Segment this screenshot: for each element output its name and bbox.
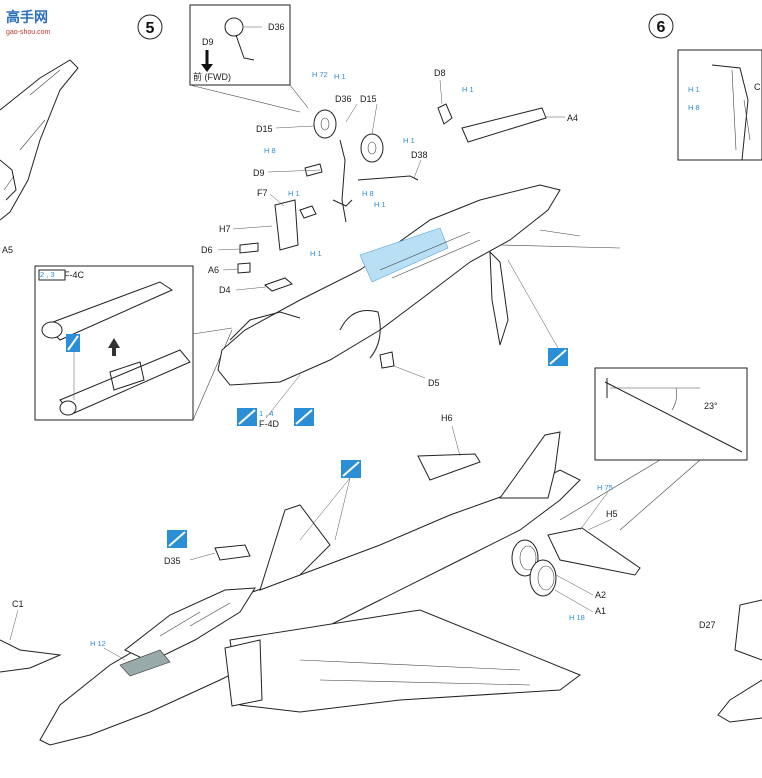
part-label-d4: D4 — [219, 285, 231, 295]
inset-gear-part-d9: D9 — [202, 37, 214, 47]
inset-antenna-angle: 23° — [704, 401, 718, 411]
part-label-d8: D8 — [434, 68, 446, 78]
paint-code-h1-c: H 1 — [403, 136, 415, 145]
part-label-c: C — [754, 82, 761, 92]
watermark-logo: 高手网 gao-shou.com — [6, 9, 51, 36]
partial-aircraft-right — [717, 599, 762, 723]
part-label-a2: A2 — [595, 590, 606, 600]
paint-code-h8-a: H 8 — [264, 146, 276, 155]
upper-fuselage-assembly — [217, 79, 621, 426]
watermark-domain: gao-shou.com — [6, 29, 51, 36]
inset-antenna-box — [559, 367, 748, 531]
part-label-d36: D36 — [335, 94, 352, 104]
watermark-brand: 高手网 — [6, 9, 48, 25]
paint-code-s6-h1: H 1 — [688, 85, 700, 94]
paint-code-s6-h8: H 8 — [688, 103, 700, 112]
part-label-d38: D38 — [411, 150, 428, 160]
inset-pylon-variant-refs: 2 , 3 — [40, 270, 55, 279]
part-label-a6: A6 — [208, 265, 219, 275]
part-label-d5: D5 — [428, 378, 440, 388]
paint-code-h8-b: H 8 — [362, 189, 374, 198]
variant-main-refs: 1 , 4 — [259, 409, 274, 418]
paint-code-h1-a: H 1 — [334, 72, 346, 81]
paint-code-h1-f: H 1 — [310, 249, 322, 258]
paint-code-h75: H 75 — [597, 483, 613, 492]
paint-code-h1-b: H 1 — [462, 85, 474, 94]
paint-code-h1-e: H 1 — [288, 189, 300, 198]
part-label-c1: C1 — [12, 599, 24, 609]
partial-aircraft-left — [0, 59, 79, 221]
step-5-number: 5 — [146, 20, 155, 37]
part-label-a5: A5 — [2, 245, 13, 255]
inset-gear-direction: 前 (FWD) — [193, 71, 231, 82]
step-5-marker: 5 — [137, 14, 163, 40]
variant-main-name: F-4D — [259, 419, 280, 429]
part-label-d35: D35 — [164, 556, 181, 566]
inset-step6-box — [677, 49, 762, 161]
part-label-h5: H5 — [606, 509, 618, 519]
paint-code-h12: H 12 — [90, 639, 106, 648]
paint-code-h1-d: H 1 — [374, 200, 386, 209]
step-6-number: 6 — [657, 19, 666, 36]
part-label-a1: A1 — [595, 606, 606, 616]
part-label-f7: F7 — [257, 188, 268, 198]
paint-code-h72: H 72 — [312, 70, 328, 79]
part-label-d27: D27 — [699, 620, 716, 630]
paint-code-h18: H 18 — [569, 613, 585, 622]
part-label-d15-b: D15 — [256, 124, 273, 134]
part-label-d6: D6 — [201, 245, 213, 255]
part-label-d15-a: D15 — [360, 94, 377, 104]
step-6-marker: 6 — [648, 13, 674, 39]
inset-pylon-variant: F-4C — [64, 270, 85, 280]
part-label-a4: A4 — [567, 113, 578, 123]
part-label-h6: H6 — [441, 413, 453, 423]
part-label-d9: D9 — [253, 168, 265, 178]
inset-gear-part-d36: D36 — [268, 22, 285, 32]
part-label-h7: H7 — [219, 224, 231, 234]
partial-wing-left — [0, 639, 62, 673]
inset-gear-box — [189, 4, 309, 113]
inset-pylon-box — [34, 265, 233, 421]
lower-aircraft-assembly — [9, 425, 641, 746]
